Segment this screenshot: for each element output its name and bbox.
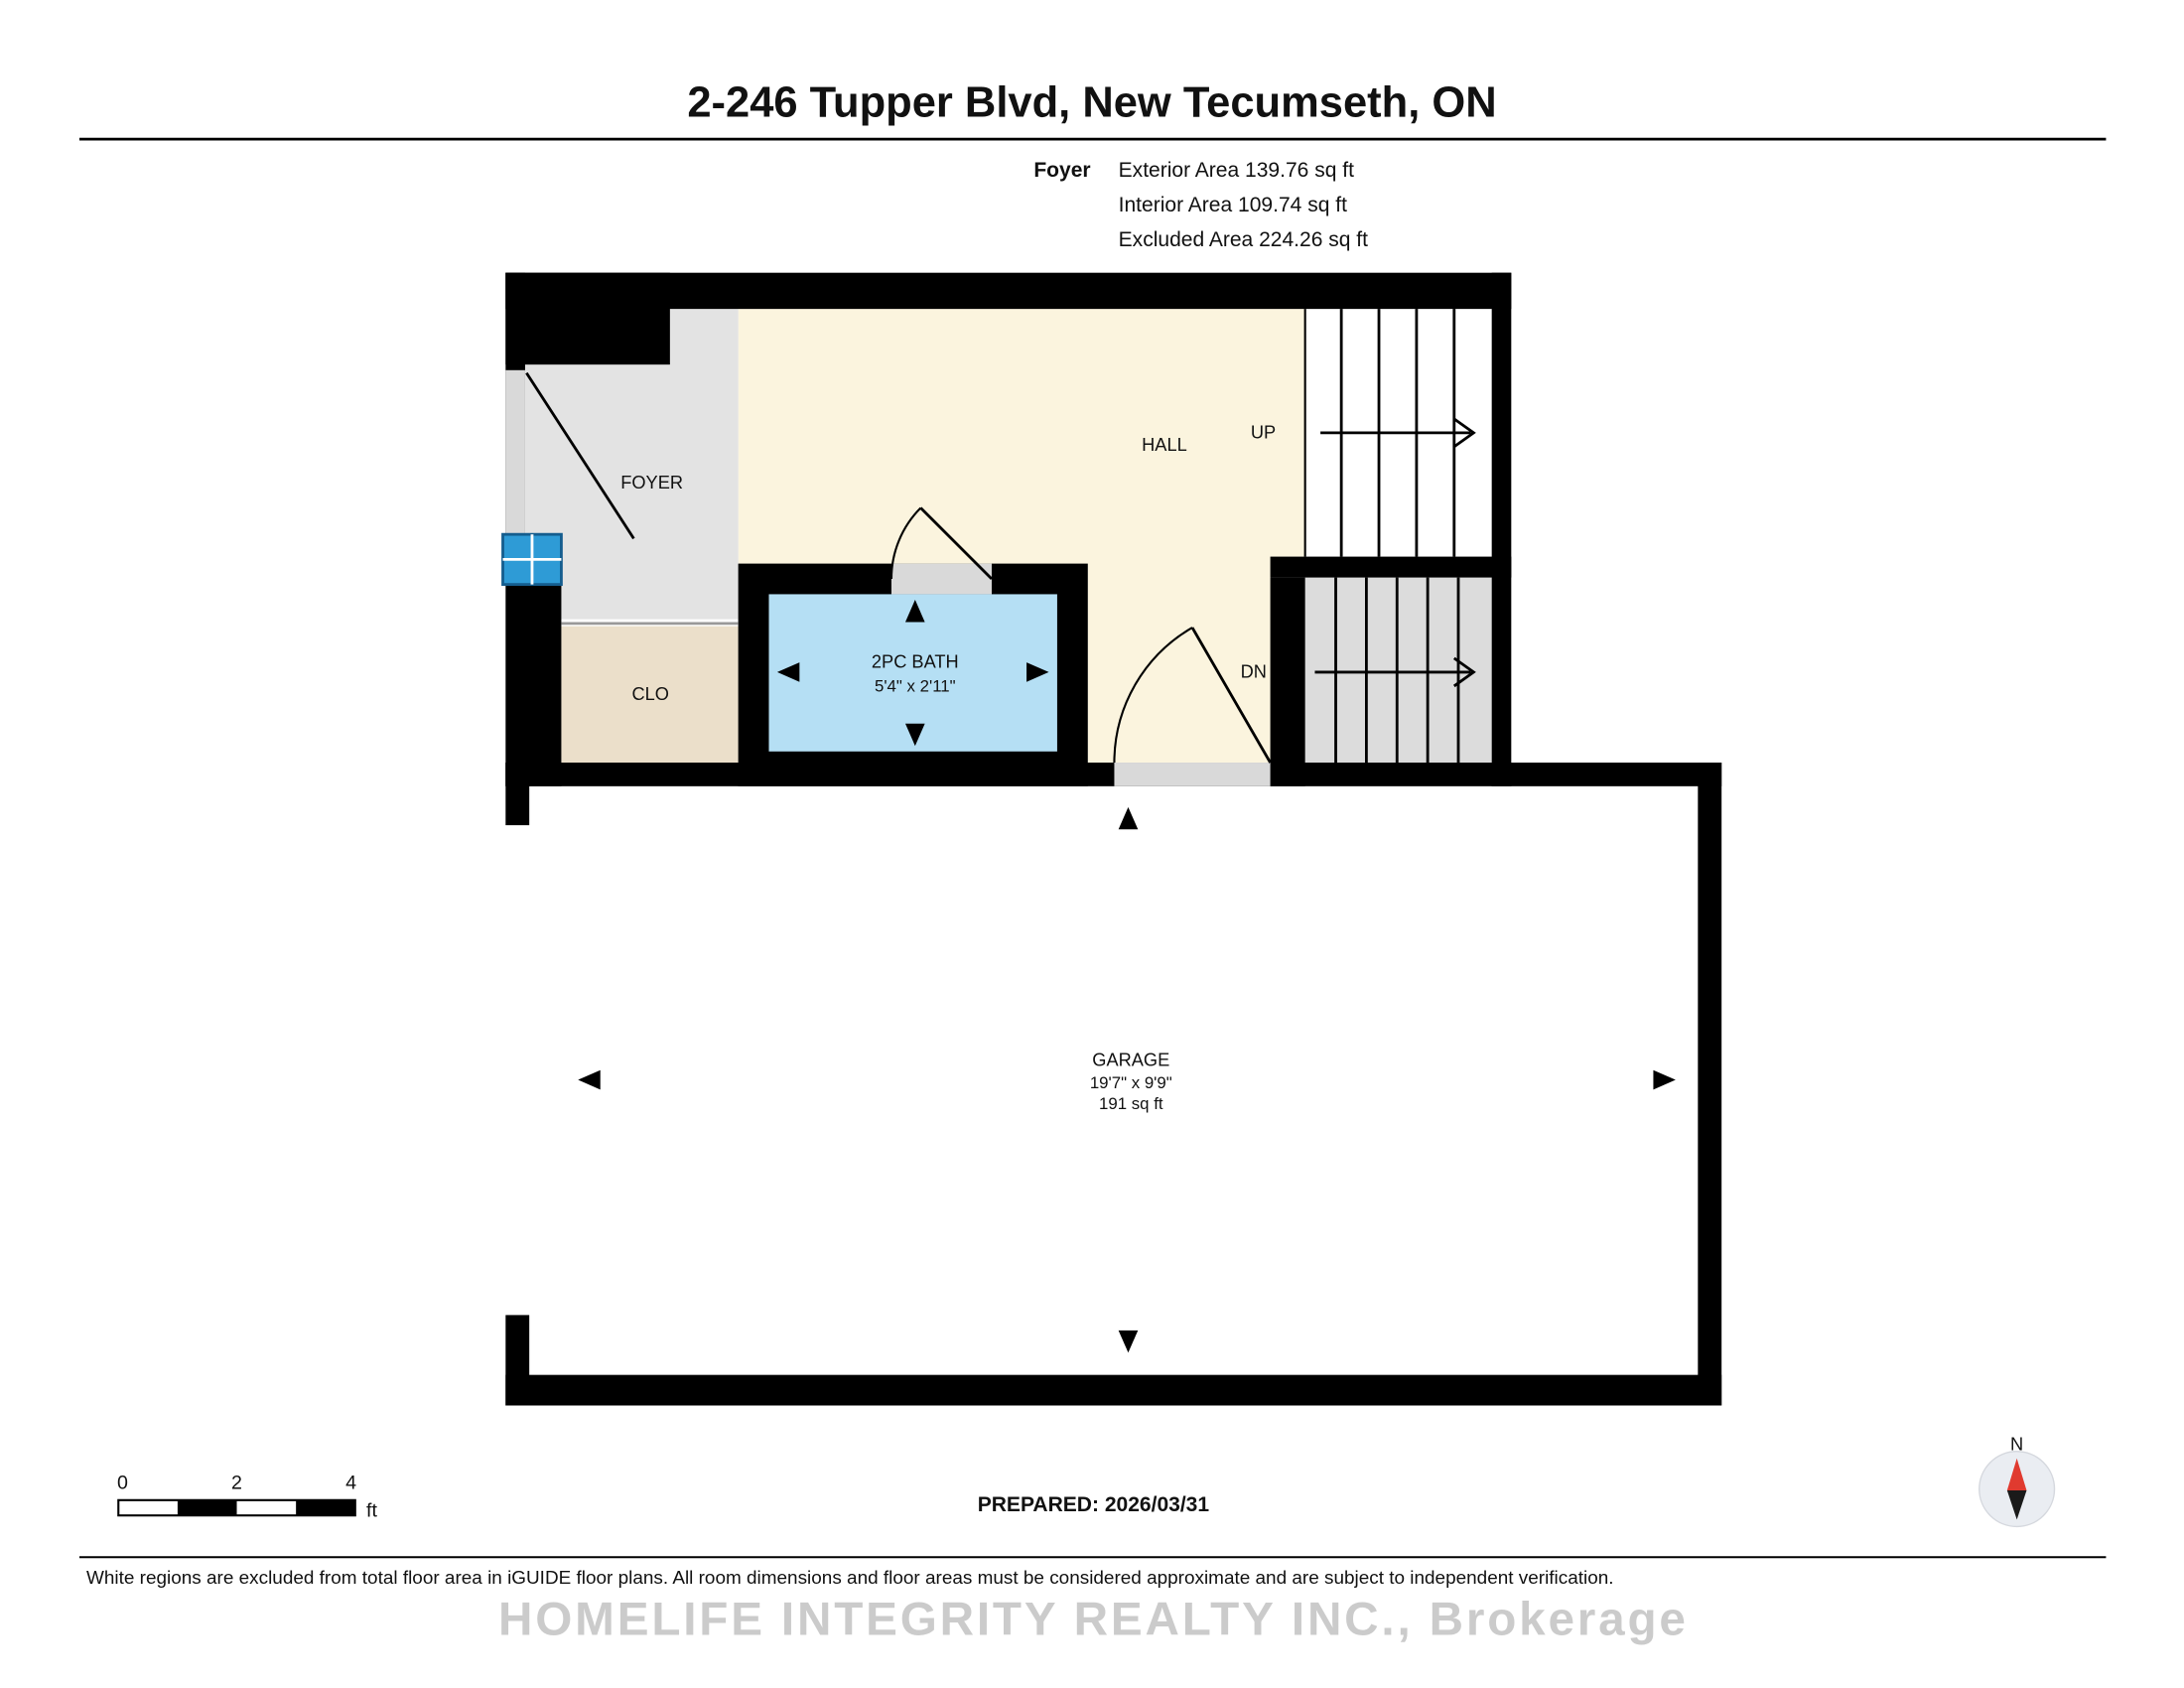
brokerage-watermark: HOMELIFE INTEGRITY REALTY INC., Brokerag… xyxy=(498,1594,1689,1646)
garage-label: GARAGE xyxy=(1092,1051,1169,1070)
entry-opening xyxy=(505,369,525,537)
foyer-region xyxy=(524,309,739,620)
garage-dims: 19'7" x 9'9" xyxy=(1090,1073,1172,1092)
header: 2-246 Tupper Blvd, New Tecumseth, ON Foy… xyxy=(78,79,2107,251)
exterior-area: Exterior Area 139.76 sq ft xyxy=(1119,159,1354,182)
scale-2: 2 xyxy=(231,1473,242,1494)
garage-dimension-arrows xyxy=(578,806,1676,1353)
stairs-dn-arrow xyxy=(1314,656,1476,688)
bath-label: 2PC BATH xyxy=(872,652,959,672)
scale-4: 4 xyxy=(345,1473,356,1494)
page-title: 2-246 Tupper Blvd, New Tecumseth, ON xyxy=(687,79,1496,127)
hall-label: HALL xyxy=(1142,435,1187,455)
compass-icon: N xyxy=(1979,1434,2056,1528)
garage-door-opening xyxy=(1114,763,1271,786)
foyer-label: FOYER xyxy=(620,473,683,492)
interior-area: Interior Area 109.74 sq ft xyxy=(1119,194,1347,216)
dn-label: DN xyxy=(1241,662,1267,682)
entry-door-leaf xyxy=(525,371,635,540)
hall-garage-door-swing xyxy=(1113,627,1272,764)
closet-region xyxy=(561,626,739,764)
floorplan: FOYER HALL UP DN 2PC BATH 5'4" x 2'11" C… xyxy=(501,272,1722,1406)
bath-dimension-arrows xyxy=(776,600,1049,747)
scale-0: 0 xyxy=(117,1473,128,1494)
up-label: UP xyxy=(1251,422,1276,442)
disclaimer-text: White regions are excluded from total fl… xyxy=(86,1568,1614,1589)
scale-bar: 0 2 4 ft xyxy=(117,1473,377,1522)
bath-door-swing xyxy=(889,506,993,581)
closet-label: CLO xyxy=(631,684,668,704)
stairs-dn-treads xyxy=(1334,577,1460,764)
compass-north-label: N xyxy=(2010,1434,2023,1454)
stairs-up-arrow xyxy=(1320,417,1476,449)
scale-unit: ft xyxy=(366,1500,377,1522)
floor-label: Foyer xyxy=(1033,159,1090,182)
window-icon xyxy=(501,532,563,587)
garage-area: 191 sq ft xyxy=(1099,1094,1163,1113)
excluded-area: Excluded Area 224.26 sq ft xyxy=(1119,228,1368,251)
bath-door-opening xyxy=(890,563,992,595)
prepared-date: PREPARED: 2026/03/31 xyxy=(978,1493,1210,1516)
bath-dims: 5'4" x 2'11" xyxy=(875,677,956,696)
garage-region xyxy=(529,785,1699,1375)
footer: 0 2 4 ft PREPARED: 2026/03/31 N White re… xyxy=(78,1434,2107,1646)
